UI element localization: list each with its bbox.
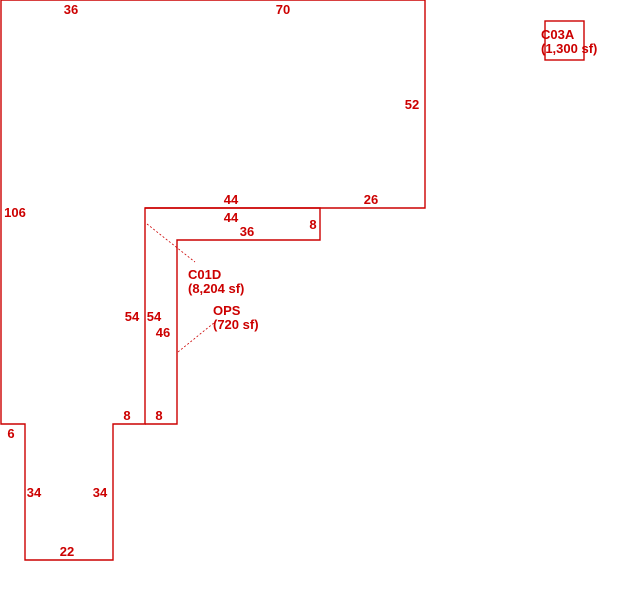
c01d-area-size: (8,204 sf) — [188, 281, 244, 296]
dimension-label: 22 — [60, 544, 74, 559]
dimension-label: 36 — [64, 2, 78, 17]
dimension-label: 8 — [309, 217, 316, 232]
dimension-label: 44 — [224, 192, 239, 207]
c01d-area-name: C01D — [188, 267, 221, 282]
dimension-label: 26 — [364, 192, 378, 207]
c03a-area-outline — [544, 20, 585, 61]
dimension-label: 8 — [123, 408, 130, 423]
dimension-label: 6 — [7, 426, 14, 441]
c03a-area-size: (1,300 sf) — [541, 41, 597, 56]
c01d-area-outline — [145, 207, 321, 425]
c01d-leader-line — [146, 223, 196, 263]
main-building-outline — [0, 0, 426, 561]
dimension-label: 52 — [405, 97, 419, 112]
dimension-label: 54 — [125, 309, 140, 324]
ops-area-name: OPS — [213, 303, 241, 318]
dimension-label: 46 — [156, 325, 170, 340]
ops-leader-line — [177, 321, 216, 353]
c03a-area-name: C03A — [541, 27, 575, 42]
dimension-label: 54 — [147, 309, 162, 324]
dimension-label: 34 — [93, 485, 108, 500]
dimension-label: 36 — [240, 224, 254, 239]
ops-area-size: (720 sf) — [213, 317, 259, 332]
dimension-label: 70 — [276, 2, 290, 17]
dimension-label: 8 — [155, 408, 162, 423]
dimension-label: 106 — [4, 205, 26, 220]
dimension-label: 34 — [27, 485, 42, 500]
dimension-label: 44 — [224, 210, 239, 225]
